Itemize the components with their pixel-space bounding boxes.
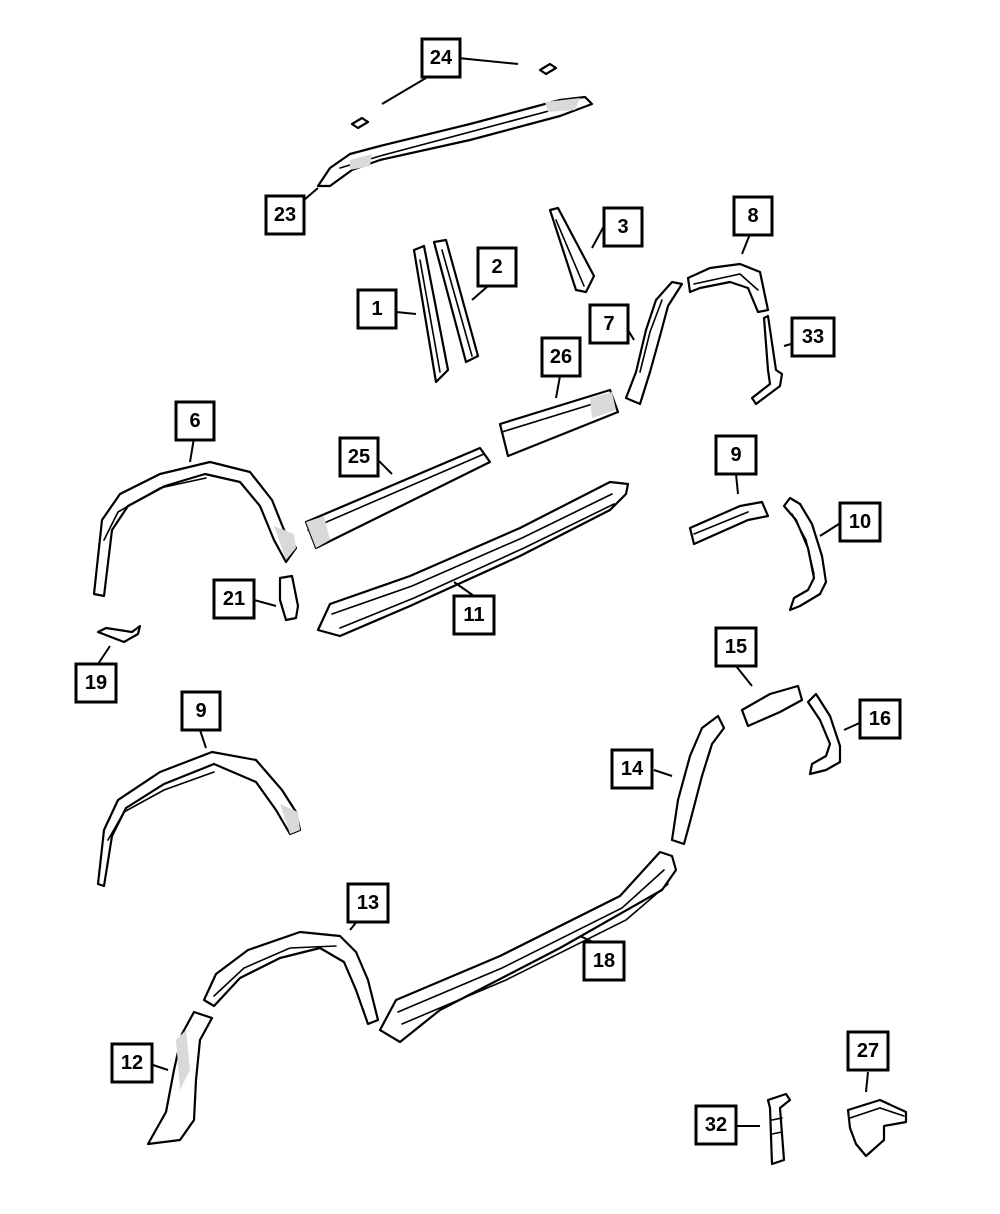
part-27-clip [846, 1098, 908, 1158]
svg-text:21: 21 [223, 588, 245, 610]
svg-text:26: 26 [550, 346, 572, 368]
part-2-pillar-applique [432, 238, 480, 364]
svg-text:16: 16 [869, 708, 891, 730]
part-12-sill-molding [316, 480, 630, 638]
callout-10: 9 [714, 434, 758, 476]
part-26-door-molding [498, 388, 620, 458]
callout-15: 14 [610, 748, 654, 790]
part-23-roof-rail [316, 95, 594, 188]
part-25-door-molding [304, 446, 492, 550]
svg-text:11: 11 [463, 604, 484, 626]
part-15-wheel-molding [670, 714, 726, 846]
callout-21: 21 [212, 578, 256, 620]
svg-text:6: 6 [189, 410, 200, 432]
svg-text:27: 27 [857, 1040, 879, 1062]
svg-text:23: 23 [274, 204, 296, 226]
svg-text:9: 9 [195, 700, 206, 722]
part-1-pillar-applique [412, 244, 450, 384]
part-9-wheel-flare [96, 750, 302, 888]
svg-text:1: 1 [371, 298, 382, 320]
callout-23: 23 [264, 194, 306, 236]
part-17-rear-flare [806, 692, 842, 776]
part-6-wheel-flare [92, 460, 298, 598]
callout-26: 26 [540, 336, 582, 378]
part-21-bracket [278, 574, 300, 622]
callout-8: 8 [732, 195, 774, 237]
svg-text:25: 25 [348, 446, 370, 468]
svg-text:19: 19 [85, 672, 107, 694]
callout-7: 7 [588, 303, 630, 345]
part-3-pillar-applique [548, 206, 596, 294]
part-33-seal [750, 314, 784, 406]
svg-text:3: 3 [617, 216, 628, 238]
svg-text:9: 9 [730, 444, 741, 466]
callout-12: 11 [452, 594, 496, 636]
callout-6: 6 [174, 400, 216, 442]
part-7-wheel-molding [624, 280, 684, 406]
callout-18: 18 [582, 940, 626, 982]
part-8-wheel-flare [686, 262, 770, 314]
part-24-clips [350, 62, 558, 130]
callout-17: 16 [858, 698, 902, 740]
callout-1: 1 [356, 288, 398, 330]
svg-text:13: 13 [357, 892, 379, 914]
svg-text:24: 24 [430, 47, 453, 69]
svg-text:15: 15 [725, 636, 747, 658]
part-11-rear-flare [782, 496, 828, 612]
svg-text:14: 14 [621, 758, 644, 780]
callout-16: 15 [714, 626, 758, 668]
callout-9: 9 [180, 690, 222, 732]
callout-14: 13 [346, 882, 390, 924]
callout-3: 3 [602, 206, 644, 248]
part-19-trim [96, 624, 142, 644]
svg-text:32: 32 [705, 1114, 727, 1136]
svg-text:10: 10 [849, 511, 871, 533]
callout-24: 24 [420, 37, 462, 79]
callout-13: 12 [110, 1042, 154, 1084]
svg-text:18: 18 [593, 950, 615, 972]
part-14-wheel-flare [202, 930, 380, 1026]
callout-32: 32 [694, 1104, 738, 1146]
callout-27: 27 [846, 1030, 890, 1072]
part-13-lower-flare [146, 1010, 214, 1146]
leader-lines [97, 57, 869, 1127]
callout-11: 10 [838, 501, 882, 543]
part-10-flare [688, 500, 770, 546]
svg-text:12: 12 [121, 1052, 143, 1074]
svg-text:2: 2 [491, 256, 502, 278]
callout-19: 19 [74, 662, 118, 704]
svg-text:7: 7 [603, 313, 614, 335]
callout-2: 2 [476, 246, 518, 288]
callout-25: 25 [338, 436, 380, 478]
callout-33: 33 [790, 316, 836, 358]
part-32-push-pin [766, 1092, 792, 1166]
part-18-rocker-molding [378, 850, 678, 1044]
part-16-flare [740, 684, 804, 728]
svg-text:33: 33 [802, 326, 824, 348]
svg-text:8: 8 [747, 205, 758, 227]
